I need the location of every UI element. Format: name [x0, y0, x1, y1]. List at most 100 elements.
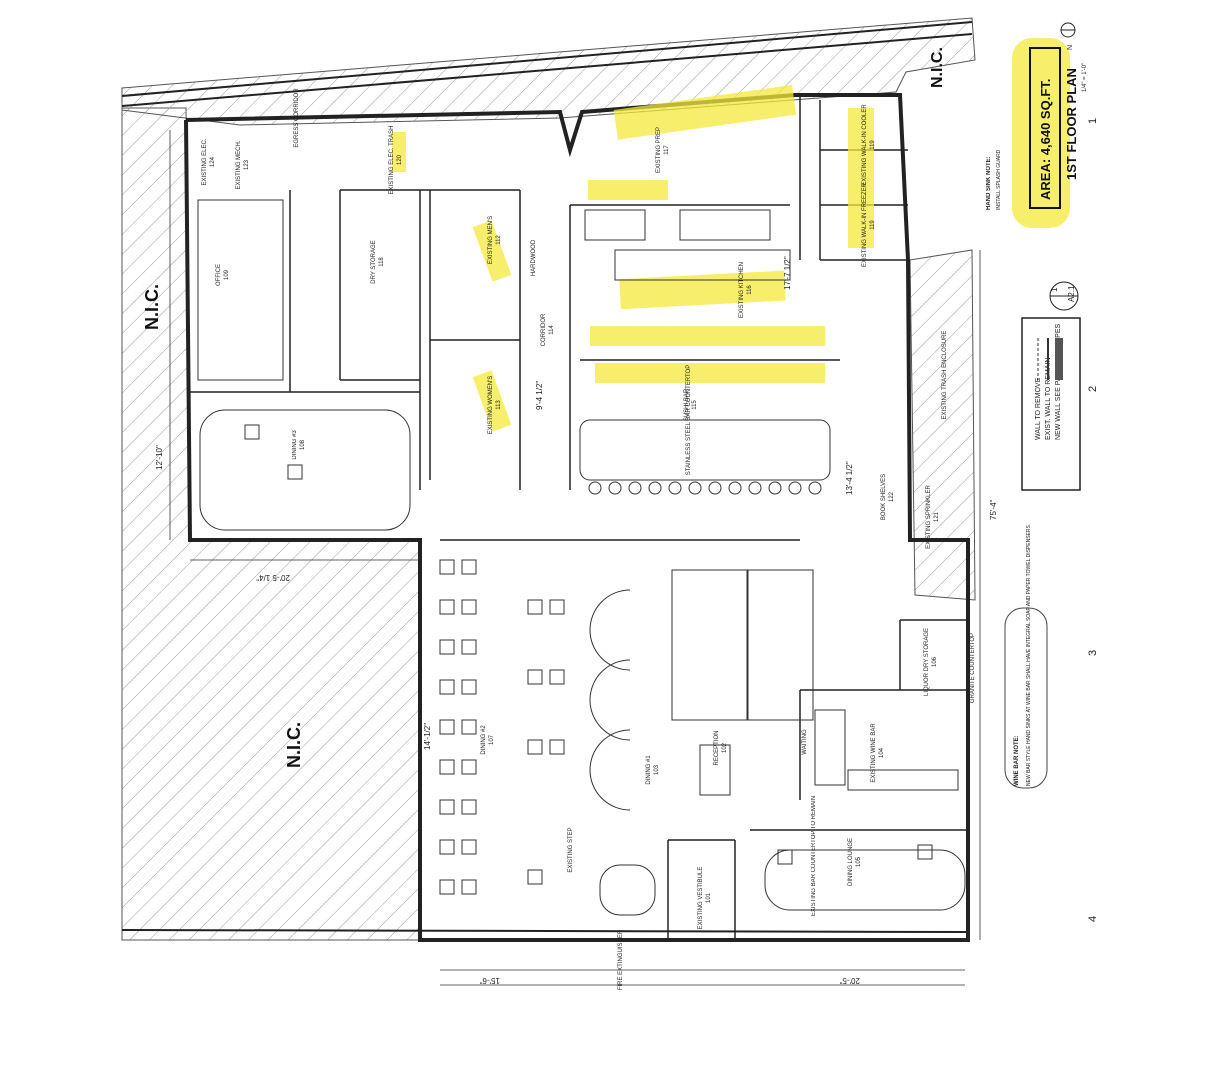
room-label: EXISTING TRASH ENCLOSURE: [942, 331, 948, 420]
hand-sink-note-title: HAND SINK NOTE:: [986, 156, 992, 210]
fixtures: [197, 199, 966, 916]
nic-label-top-right: N.I.C.: [929, 47, 946, 88]
highlight-prep: [613, 84, 797, 140]
dim-bottom-2: 15'-6": [479, 976, 500, 985]
room-labels: EXISTING ELEC.124 EXISTING MECH.123OFFICE…: [202, 88, 976, 991]
dim-dining3-width: 20'-5 1/4": [256, 573, 290, 582]
legend-item-remove: WALL TO REMOVE: [1035, 377, 1042, 440]
room-label: EXISTING MECH.123: [236, 140, 250, 189]
highlight-restroom: [392, 132, 406, 172]
room-number: 104: [879, 747, 885, 758]
dim-left-2: 12'-10": [155, 445, 164, 470]
dimension-strings: [169, 130, 981, 986]
room-label: WAITING: [802, 729, 808, 755]
room-number: 106: [932, 656, 938, 667]
room-name: EXISTING WOMEN'S: [488, 376, 494, 434]
dim-overall: 75'-4": [989, 499, 998, 520]
grid-label-3: 3: [1087, 650, 1099, 656]
highlight-area-box: [1012, 38, 1070, 228]
room-name: EXISTING WINE BAR: [871, 723, 877, 783]
room-name: EXISTING KITCHEN: [739, 262, 745, 318]
room-number: 109: [224, 269, 230, 280]
room-name: FIRE EXTINGUISHER: [618, 929, 624, 990]
room-name: EXISTING WALK-IN FREEZER: [862, 182, 868, 267]
grid-label-4: 4: [1087, 916, 1099, 922]
room-name: DINING #2: [481, 725, 487, 755]
dim-bottom-1: 20'-5": [839, 976, 860, 985]
room-name: EXISTING STEP: [568, 827, 574, 872]
room-number: 123: [244, 159, 250, 170]
room-number: 122: [889, 491, 895, 502]
highlight-sushi-counter: [590, 326, 825, 346]
room-number: 116: [747, 285, 753, 295]
room-name: HARDWOOD: [531, 239, 537, 276]
north-arrow-icon: N: [1067, 45, 1074, 50]
dim-kitchen: 17'-7 1/2": [783, 256, 792, 290]
room-name: EXISTING BAR COUNTERTOP TO REMAIN: [811, 796, 817, 916]
room-number: 119: [870, 140, 876, 150]
room-number: 117: [664, 145, 670, 155]
notes: WINE BAR NOTE: NEW BAR STYLE HAND SINKS …: [986, 149, 1048, 789]
room-number: 112: [496, 235, 502, 245]
room-number: 119: [870, 220, 876, 230]
nic-label-top-left: N.I.C.: [142, 284, 162, 330]
building-walls: [121, 21, 973, 942]
room-number: 120: [397, 154, 403, 165]
room-name: EXISTING VESTIBULE: [698, 867, 704, 930]
room-label: GRANITE COUNTERTOP: [970, 633, 976, 703]
room-number: 107: [489, 734, 495, 745]
detail-number: 1: [1050, 287, 1059, 292]
room-name: EXISTING ELEC.: [202, 138, 208, 185]
room-number: 105: [856, 856, 862, 867]
room-name: EXISTING PREP: [656, 127, 662, 173]
highlight-kitchen: [619, 270, 786, 310]
bar-stools: [588, 481, 822, 495]
highlight-walkin: [848, 108, 874, 248]
grid-label-2: 2: [1087, 386, 1099, 392]
room-name: EXISTING ELEC. TRASH: [389, 126, 395, 195]
room-name: DINING LOUNGE: [848, 838, 854, 886]
room-label: HARDWOOD: [531, 239, 537, 276]
room-number: 102: [722, 742, 728, 753]
room-name: WAITING: [802, 729, 808, 755]
room-name: CORRIDOR: [541, 313, 547, 346]
room-name: DINING #3: [292, 430, 298, 460]
room-number: 115: [692, 400, 698, 410]
room-name: EXISTING TRASH ENCLOSURE: [942, 331, 948, 420]
room-name: EXISTING MECH.: [236, 140, 242, 189]
room-number: 118: [379, 257, 385, 267]
legend-item-existing: EXIST. WALL TO REMAIN: [1045, 358, 1052, 440]
room-number: 113: [496, 400, 502, 410]
room-number: 101: [706, 892, 712, 903]
dim-shelves: 13'-4 1/2": [845, 461, 854, 495]
sheet-ref: A2.1: [1067, 285, 1076, 302]
wine-bar-note-text: NEW BAR STYLE HAND SINKS AT WINE BAR SHA…: [1026, 524, 1032, 786]
highlight-men: [472, 220, 512, 282]
room-name: BOOK SHELVES: [881, 474, 887, 520]
accessibility-icons: [244, 424, 933, 865]
room-name: SUSHI BAR: [684, 388, 690, 421]
room-label: EXISTING ELEC.124: [202, 138, 216, 185]
highlight-women: [472, 370, 512, 432]
room-name: EGRESS CORRIDOR: [294, 88, 300, 148]
nic-area-top: [121, 17, 976, 126]
room-name: GRANITE COUNTERTOP: [970, 633, 976, 703]
room-number: 124: [210, 156, 216, 167]
